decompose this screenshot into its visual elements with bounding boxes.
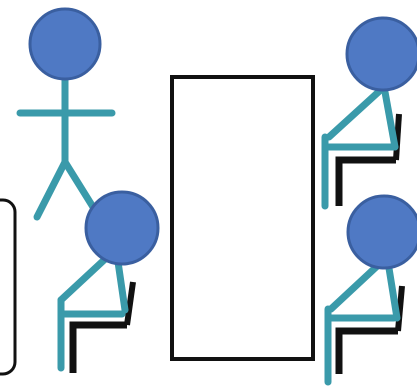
standing-person xyxy=(20,9,112,217)
seated-person-bottom-right-chair xyxy=(339,331,398,374)
standing-person-right-leg xyxy=(65,162,93,207)
seated-person-left-chair-back xyxy=(127,282,133,325)
standing-person-left-leg xyxy=(37,162,65,217)
seated-person-top-right-torso xyxy=(329,86,385,137)
standing-person-head xyxy=(30,9,100,79)
seated-person-left-head xyxy=(86,192,158,264)
table xyxy=(172,77,313,359)
seated-person-top-right xyxy=(325,18,417,206)
partial-box xyxy=(0,200,15,374)
seated-person-top-right-arm xyxy=(385,92,395,147)
seated-person-top-right-head xyxy=(347,18,417,90)
seated-person-bottom-right-head xyxy=(348,196,417,268)
seated-person-bottom-right xyxy=(328,196,417,382)
seated-person-left xyxy=(61,192,158,373)
seated-person-bottom-right-arm xyxy=(388,262,397,318)
seated-person-left-chair xyxy=(73,325,127,373)
